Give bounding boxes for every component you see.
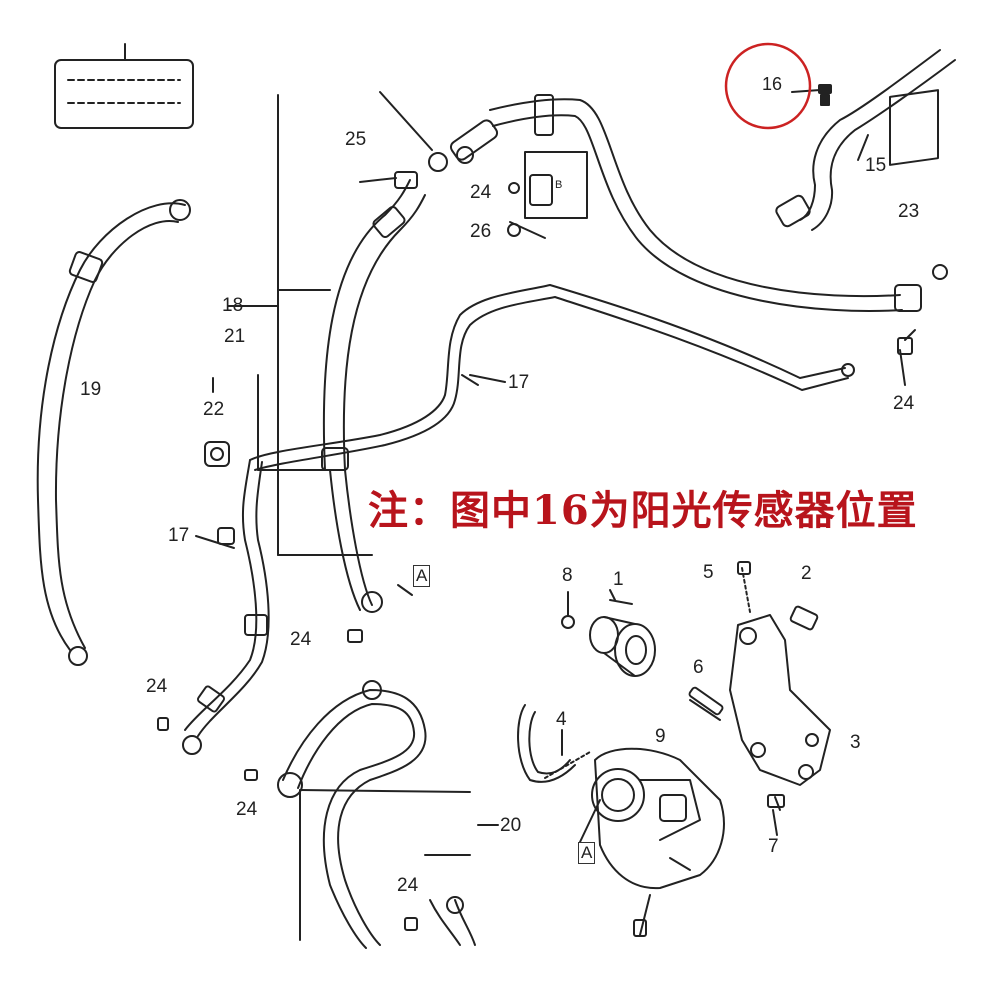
- sensor-location-note: 注：图中16为阳光传感器位置: [368, 487, 918, 534]
- bracket-b: [507, 151, 588, 239]
- callout-24-bottom: 24: [236, 799, 258, 820]
- panel-23: [889, 89, 948, 355]
- callout-1: 1: [613, 569, 624, 590]
- callout-25: 25: [345, 129, 367, 150]
- callout-18: 18: [222, 295, 244, 316]
- callout-24-right: 24: [893, 393, 915, 414]
- callout-17-left: 17: [168, 525, 190, 546]
- callout-2: 2: [801, 563, 812, 584]
- callout-19: 19: [80, 379, 102, 400]
- callout-7: 7: [768, 836, 779, 857]
- callout-21: 21: [224, 326, 246, 347]
- bracket-icon: [688, 561, 831, 811]
- pipe-17: [249, 284, 855, 471]
- callout-22: 22: [203, 399, 225, 420]
- callout-8: 8: [562, 565, 573, 586]
- callout-17-mid: 17: [508, 372, 530, 393]
- callout-6: 6: [693, 657, 704, 678]
- ref-a-upper: A: [413, 565, 431, 587]
- callout-4: 4: [556, 709, 567, 730]
- belt-icon: [517, 704, 591, 783]
- callout-5: 5: [703, 562, 714, 583]
- callout-15: 15: [865, 155, 887, 176]
- callout-24-leftlow: 24: [146, 676, 168, 697]
- callout-23: 23: [898, 201, 920, 222]
- ref-a-lower: A: [578, 842, 596, 864]
- callout-24-top: 24: [470, 182, 492, 203]
- sensor-16-bolt-icon: [818, 84, 832, 106]
- clip-22: [204, 377, 230, 467]
- callout-24-mid: 24: [290, 629, 312, 650]
- callout-9: 9: [655, 726, 666, 747]
- sensor-highlight-circle: [724, 42, 812, 130]
- hose-20: [277, 680, 476, 949]
- callout-26: 26: [470, 221, 492, 242]
- callout-3: 3: [850, 732, 861, 753]
- callout-16: 16: [762, 74, 783, 94]
- hose-lower-left: [182, 459, 270, 755]
- callout-20: 20: [500, 815, 522, 836]
- pulley-icon: [561, 591, 656, 677]
- ref-b: B: [555, 179, 563, 191]
- hose-19: [36, 199, 191, 666]
- fitting-25: [359, 91, 499, 189]
- label-plate-icon: [54, 43, 194, 129]
- compressor-icon: [579, 747, 725, 937]
- callout-24-lower: 24: [397, 875, 419, 896]
- hose-upper-left: [321, 179, 426, 613]
